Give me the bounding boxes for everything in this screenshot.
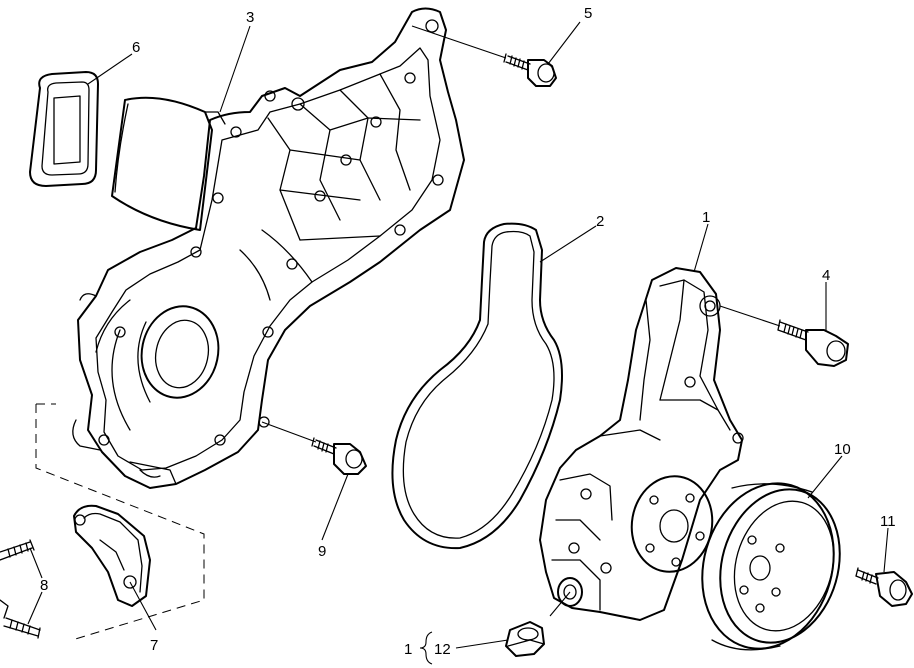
callout-8: 8 (40, 577, 48, 594)
water-pump-part (539, 267, 744, 621)
bolt-5-part (503, 53, 557, 87)
bolt-9-part (311, 437, 367, 475)
callout-11: 11 (880, 513, 896, 530)
leader-lines (27, 21, 889, 665)
callout-5: 5 (584, 5, 592, 22)
callout-6: 6 (132, 39, 140, 56)
plug-12-part (505, 621, 545, 657)
pulley-part (701, 482, 841, 651)
bolt-4-part (777, 319, 849, 367)
callout-4: 4 (822, 267, 830, 284)
bolts-8-part (0, 539, 41, 639)
oval-seal-part (29, 71, 99, 187)
callout-9: 9 (318, 543, 326, 560)
callout-10: 10 (834, 441, 851, 458)
gasket-part (391, 222, 563, 550)
callout-12: 12 (434, 641, 451, 658)
front-housing-part (72, 7, 465, 489)
callout-7: 7 (150, 637, 158, 654)
bolt-11-part (855, 567, 913, 607)
bracket-part (35, 403, 205, 641)
callout-2: 2 (596, 213, 604, 230)
callout-labels: 3 6 5 2 1 4 9 10 11 7 8 1 12 (40, 5, 896, 658)
callout-1: 1 (702, 209, 710, 226)
callout-3: 3 (246, 9, 254, 26)
callout-1-group: 1 (404, 641, 412, 658)
